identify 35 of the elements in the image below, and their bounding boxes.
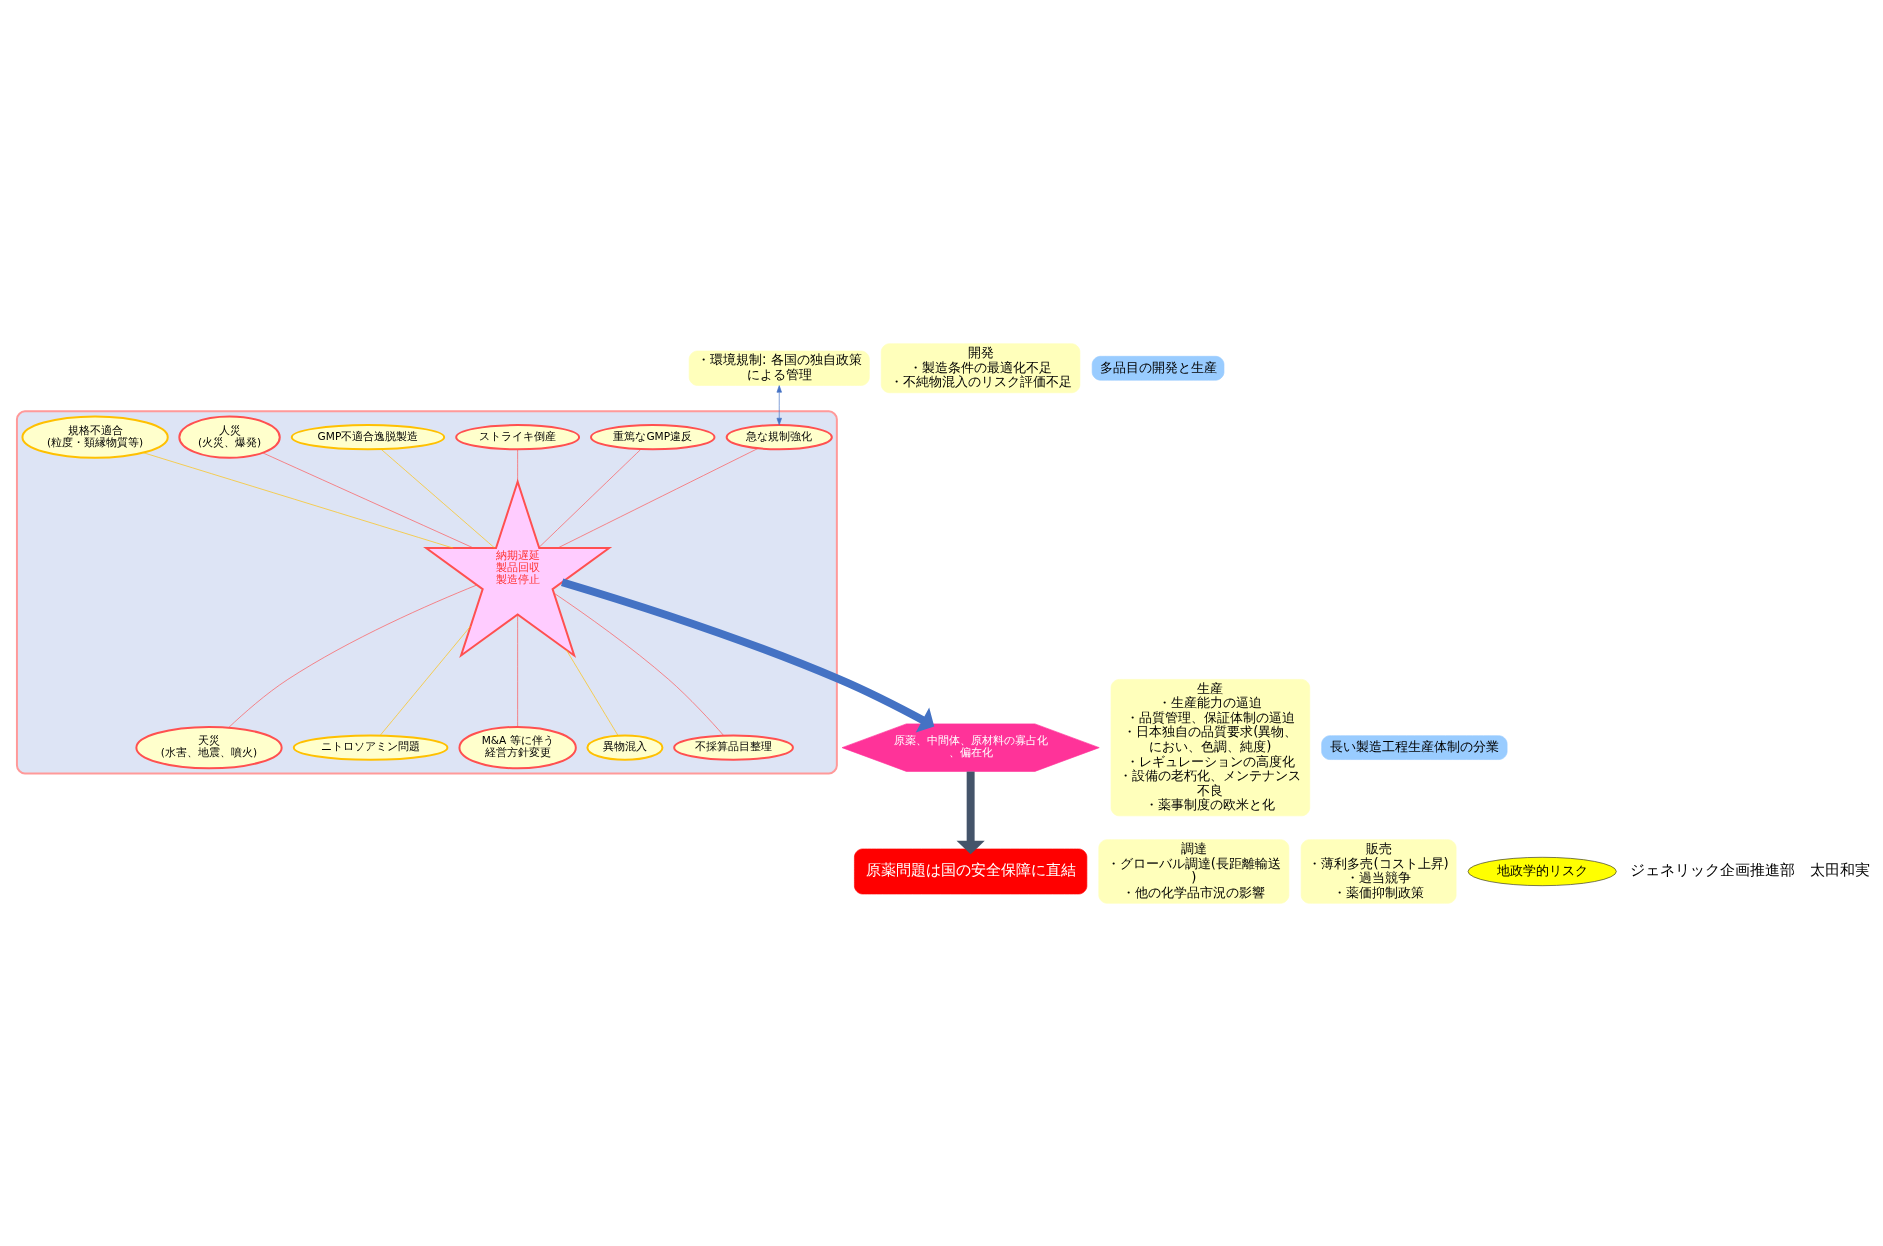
connector <box>261 451 474 548</box>
cluster <box>15 409 838 775</box>
label: ジェネリック企画推進部 太田和実 <box>1629 860 1870 878</box>
connector <box>565 649 618 736</box>
node-box: 長い製造工程生産体制の分業 <box>1320 734 1507 760</box>
node-ellipse: 天災 (水害、地震、噴火) <box>134 725 283 769</box>
connector <box>516 448 518 482</box>
node-ellipse: 人災 (火災、爆発) <box>177 415 281 459</box>
node-box: ・環境規制: 各国の独自政策による管理 <box>688 350 870 386</box>
connector <box>142 451 453 548</box>
connector <box>556 447 758 548</box>
node-ellipse: 重篤なGMP違反 <box>589 423 715 450</box>
node-ellipse: 異物混入 <box>585 734 663 761</box>
node-box: 開発 ・製造条件の最適化不足 ・不純物混入のリスク評価不足 <box>880 342 1080 393</box>
node-ellipse: GMP不適合逸脱製造 <box>290 423 445 450</box>
node-box: 原薬問題は国の安全保障に直結 <box>853 848 1087 894</box>
node-ellipse: 不採算品目整理 <box>672 734 794 761</box>
node-box: 多品目の開発と生産 <box>1091 355 1224 380</box>
arrow <box>776 384 782 425</box>
connector <box>553 592 724 736</box>
connector <box>538 448 641 548</box>
node-ellipse: 規格不適合 (粒度・類縁物質等) <box>20 415 169 459</box>
node-box: 販売 ・薄利多売(コスト上昇) ・過当競争 ・薬価抑制政策 <box>1300 838 1456 904</box>
arrow <box>560 577 934 732</box>
arrow <box>956 771 985 854</box>
node-ellipse: ニトロソアミン問題 <box>292 734 448 761</box>
node-ellipse: M&A 等に伴う 経営方針変更 <box>457 725 577 769</box>
node-box: 調達 ・グローバル調達(長距離輸送) ・他の化学品市況の影響 <box>1097 838 1289 904</box>
connector <box>380 448 495 548</box>
node-ellipse: ストライキ倒産 <box>454 423 580 450</box>
node-ellipse: 急な規制強化 <box>725 423 833 450</box>
connector <box>379 625 471 736</box>
node-box: 生産 ・生産能力の逼迫 ・品質管理、保証体制の逼迫 ・日本独自の品質要求(異物、におい、色調、純度) ・レギュレーションの高度化 ・設備の老朽化、メンテナンス不良 ・薬事制度の欧米と化 <box>1110 678 1310 816</box>
node-ellipse: 地政学的リスク <box>1467 856 1617 886</box>
connector <box>227 584 477 728</box>
